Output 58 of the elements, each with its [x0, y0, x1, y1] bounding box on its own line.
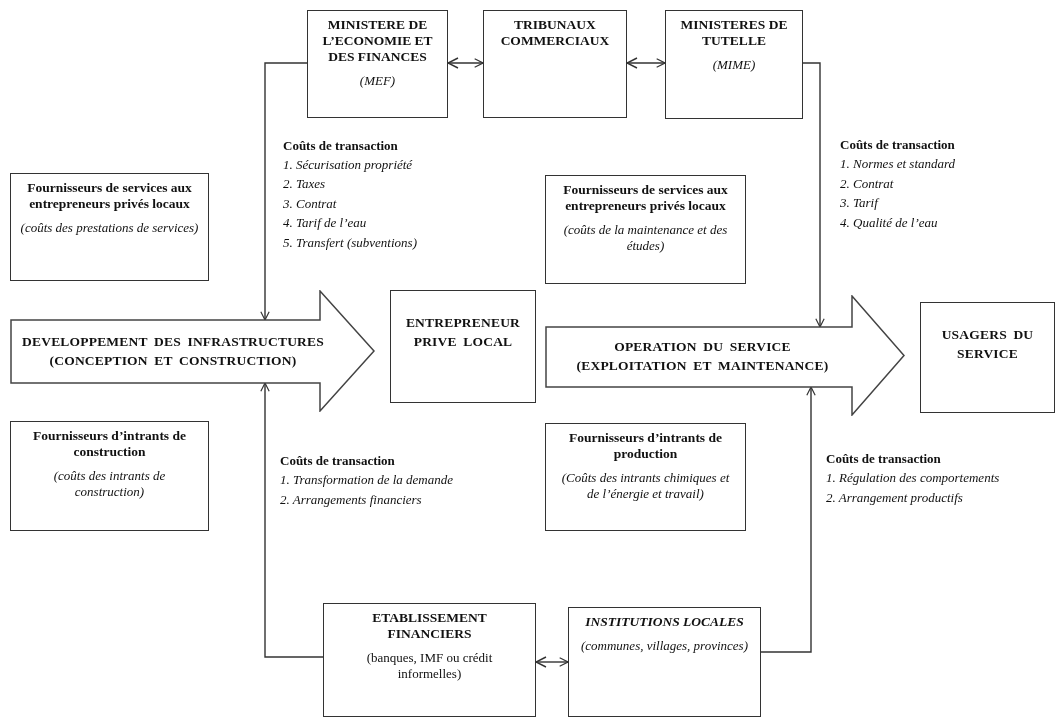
node-title: ENTREPRENEUR PRIVE LOCAL	[404, 314, 522, 351]
node-title: DEVELOPPEMENT DES INFRASTRUCTURES (CONCEPTION ET CONSTRUCTION)	[21, 333, 325, 370]
node-subtitle: (communes, villages, provinces)	[581, 638, 748, 654]
arrow	[760, 386, 816, 653]
list-item: 1. Transformation de la demande	[280, 471, 453, 489]
text-box	[665, 10, 803, 119]
text-box	[307, 10, 448, 118]
text-box	[483, 10, 627, 118]
list-item: 2. Arrangements financiers	[280, 491, 422, 509]
arrow	[626, 57, 666, 69]
list-item: 3. Contrat	[283, 195, 337, 213]
node-title: Fournisseurs de services aux entrepreneurs privés locaux	[26, 180, 193, 212]
list-item: 2. Arrangement productifs	[826, 489, 963, 507]
node-title: ETABLISSEMENT FINANCIERS	[371, 610, 488, 642]
arrow	[260, 382, 324, 658]
text-box	[545, 423, 746, 531]
list-item: 1. Régulation des comportements	[826, 469, 1000, 487]
list-heading: Coûts de transaction	[280, 452, 395, 470]
list-heading: Coûts de transaction	[283, 137, 398, 155]
list-item: 2. Contrat	[840, 175, 894, 193]
text-box	[10, 421, 209, 531]
list-item: 4. Tarif de l’eau	[283, 214, 367, 232]
arrow	[535, 656, 569, 668]
list-item: 4. Qualité de l’eau	[840, 214, 938, 232]
node-subtitle: (coûts des prestations de services)	[20, 220, 199, 236]
arrow	[447, 57, 484, 69]
node-subtitle: (banques, IMF ou crédit informelles)	[365, 650, 494, 682]
node-subtitle: (coûts des intrants de construction)	[52, 468, 167, 500]
text-box	[920, 302, 1055, 413]
arrow	[802, 62, 825, 328]
node-subtitle: (MEF)	[359, 73, 396, 89]
node-title: TRIBUNAUX COMMERCIAUX	[499, 17, 611, 49]
node-subtitle: (Coûts des intrants chimiques et de l’énergie et travail)	[560, 470, 731, 502]
text-box	[390, 290, 536, 403]
node-subtitle: (MIME)	[712, 57, 756, 73]
node-title: Fournisseurs d’intrants de construction	[32, 428, 187, 460]
list-heading: Coûts de transaction	[840, 136, 955, 154]
list-item: 2. Taxes	[283, 175, 326, 193]
node-title: MINISTERE DE L’ECONOMIE ET DES FINANCES	[321, 17, 434, 65]
arrow	[260, 62, 308, 321]
pointed-banner	[545, 295, 905, 416]
node-title: Fournisseurs de services aux entrepreneurs privés locaux	[562, 182, 729, 214]
node-title: MINISTERES DE TUTELLE	[679, 17, 789, 49]
node-title: INSTITUTIONS LOCALES	[585, 614, 744, 630]
text-box	[568, 607, 761, 717]
node-title: OPERATION DU SERVICE (EXPLOITATION ET MAINTENANCE)	[575, 337, 830, 375]
list-item: 5. Transfert (subventions)	[283, 234, 417, 252]
pointed-banner	[10, 290, 375, 412]
node-subtitle: (coûts de la maintenance et des études)	[562, 222, 729, 254]
list-item: 3. Tarif	[840, 194, 878, 212]
list-item: 1. Normes et standard	[840, 155, 956, 173]
text-box	[545, 175, 746, 284]
text-box	[323, 603, 536, 717]
node-title: Fournisseurs d’intrants de production	[568, 430, 723, 462]
text-box	[10, 173, 209, 281]
list-item: 1. Sécurisation propriété	[283, 156, 413, 174]
list-heading: Coûts de transaction	[826, 450, 941, 468]
node-title: USAGERS DU SERVICE	[940, 326, 1035, 363]
